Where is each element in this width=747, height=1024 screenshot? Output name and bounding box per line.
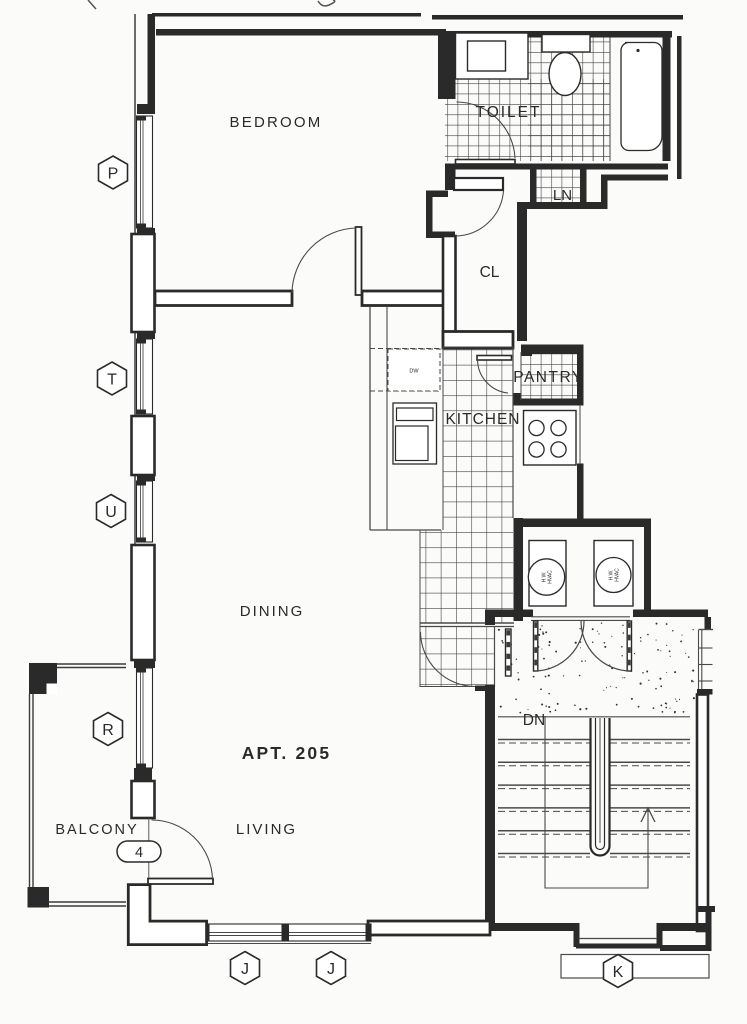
svg-text:4: 4 — [135, 845, 143, 861]
svg-text:BEDROOM: BEDROOM — [230, 114, 323, 131]
svg-text:KITCHEN: KITCHEN — [445, 411, 520, 428]
svg-text:H.W.HVAC: H.W.HVAC — [609, 568, 621, 582]
svg-text:DN: DN — [523, 712, 545, 729]
svg-text:PANTRY: PANTRY — [513, 369, 583, 386]
svg-text:BALCONY: BALCONY — [55, 822, 138, 838]
svg-text:T: T — [107, 371, 117, 388]
svg-text:H.W.HVAC: H.W.HVAC — [542, 570, 554, 584]
svg-text:J: J — [327, 961, 335, 978]
svg-text:DINING: DINING — [240, 603, 305, 620]
svg-text:LN: LN — [553, 187, 572, 204]
svg-text:J: J — [241, 961, 249, 978]
svg-text:APT. 205: APT. 205 — [242, 743, 332, 763]
svg-text:TOILET: TOILET — [476, 104, 542, 121]
svg-text:P: P — [108, 165, 119, 182]
svg-text:U: U — [105, 504, 117, 521]
svg-text:DW: DW — [409, 369, 419, 375]
svg-text:CL: CL — [480, 264, 500, 281]
svg-text:K: K — [613, 964, 624, 981]
svg-text:R: R — [102, 722, 114, 739]
svg-text:LIVING: LIVING — [236, 821, 297, 838]
